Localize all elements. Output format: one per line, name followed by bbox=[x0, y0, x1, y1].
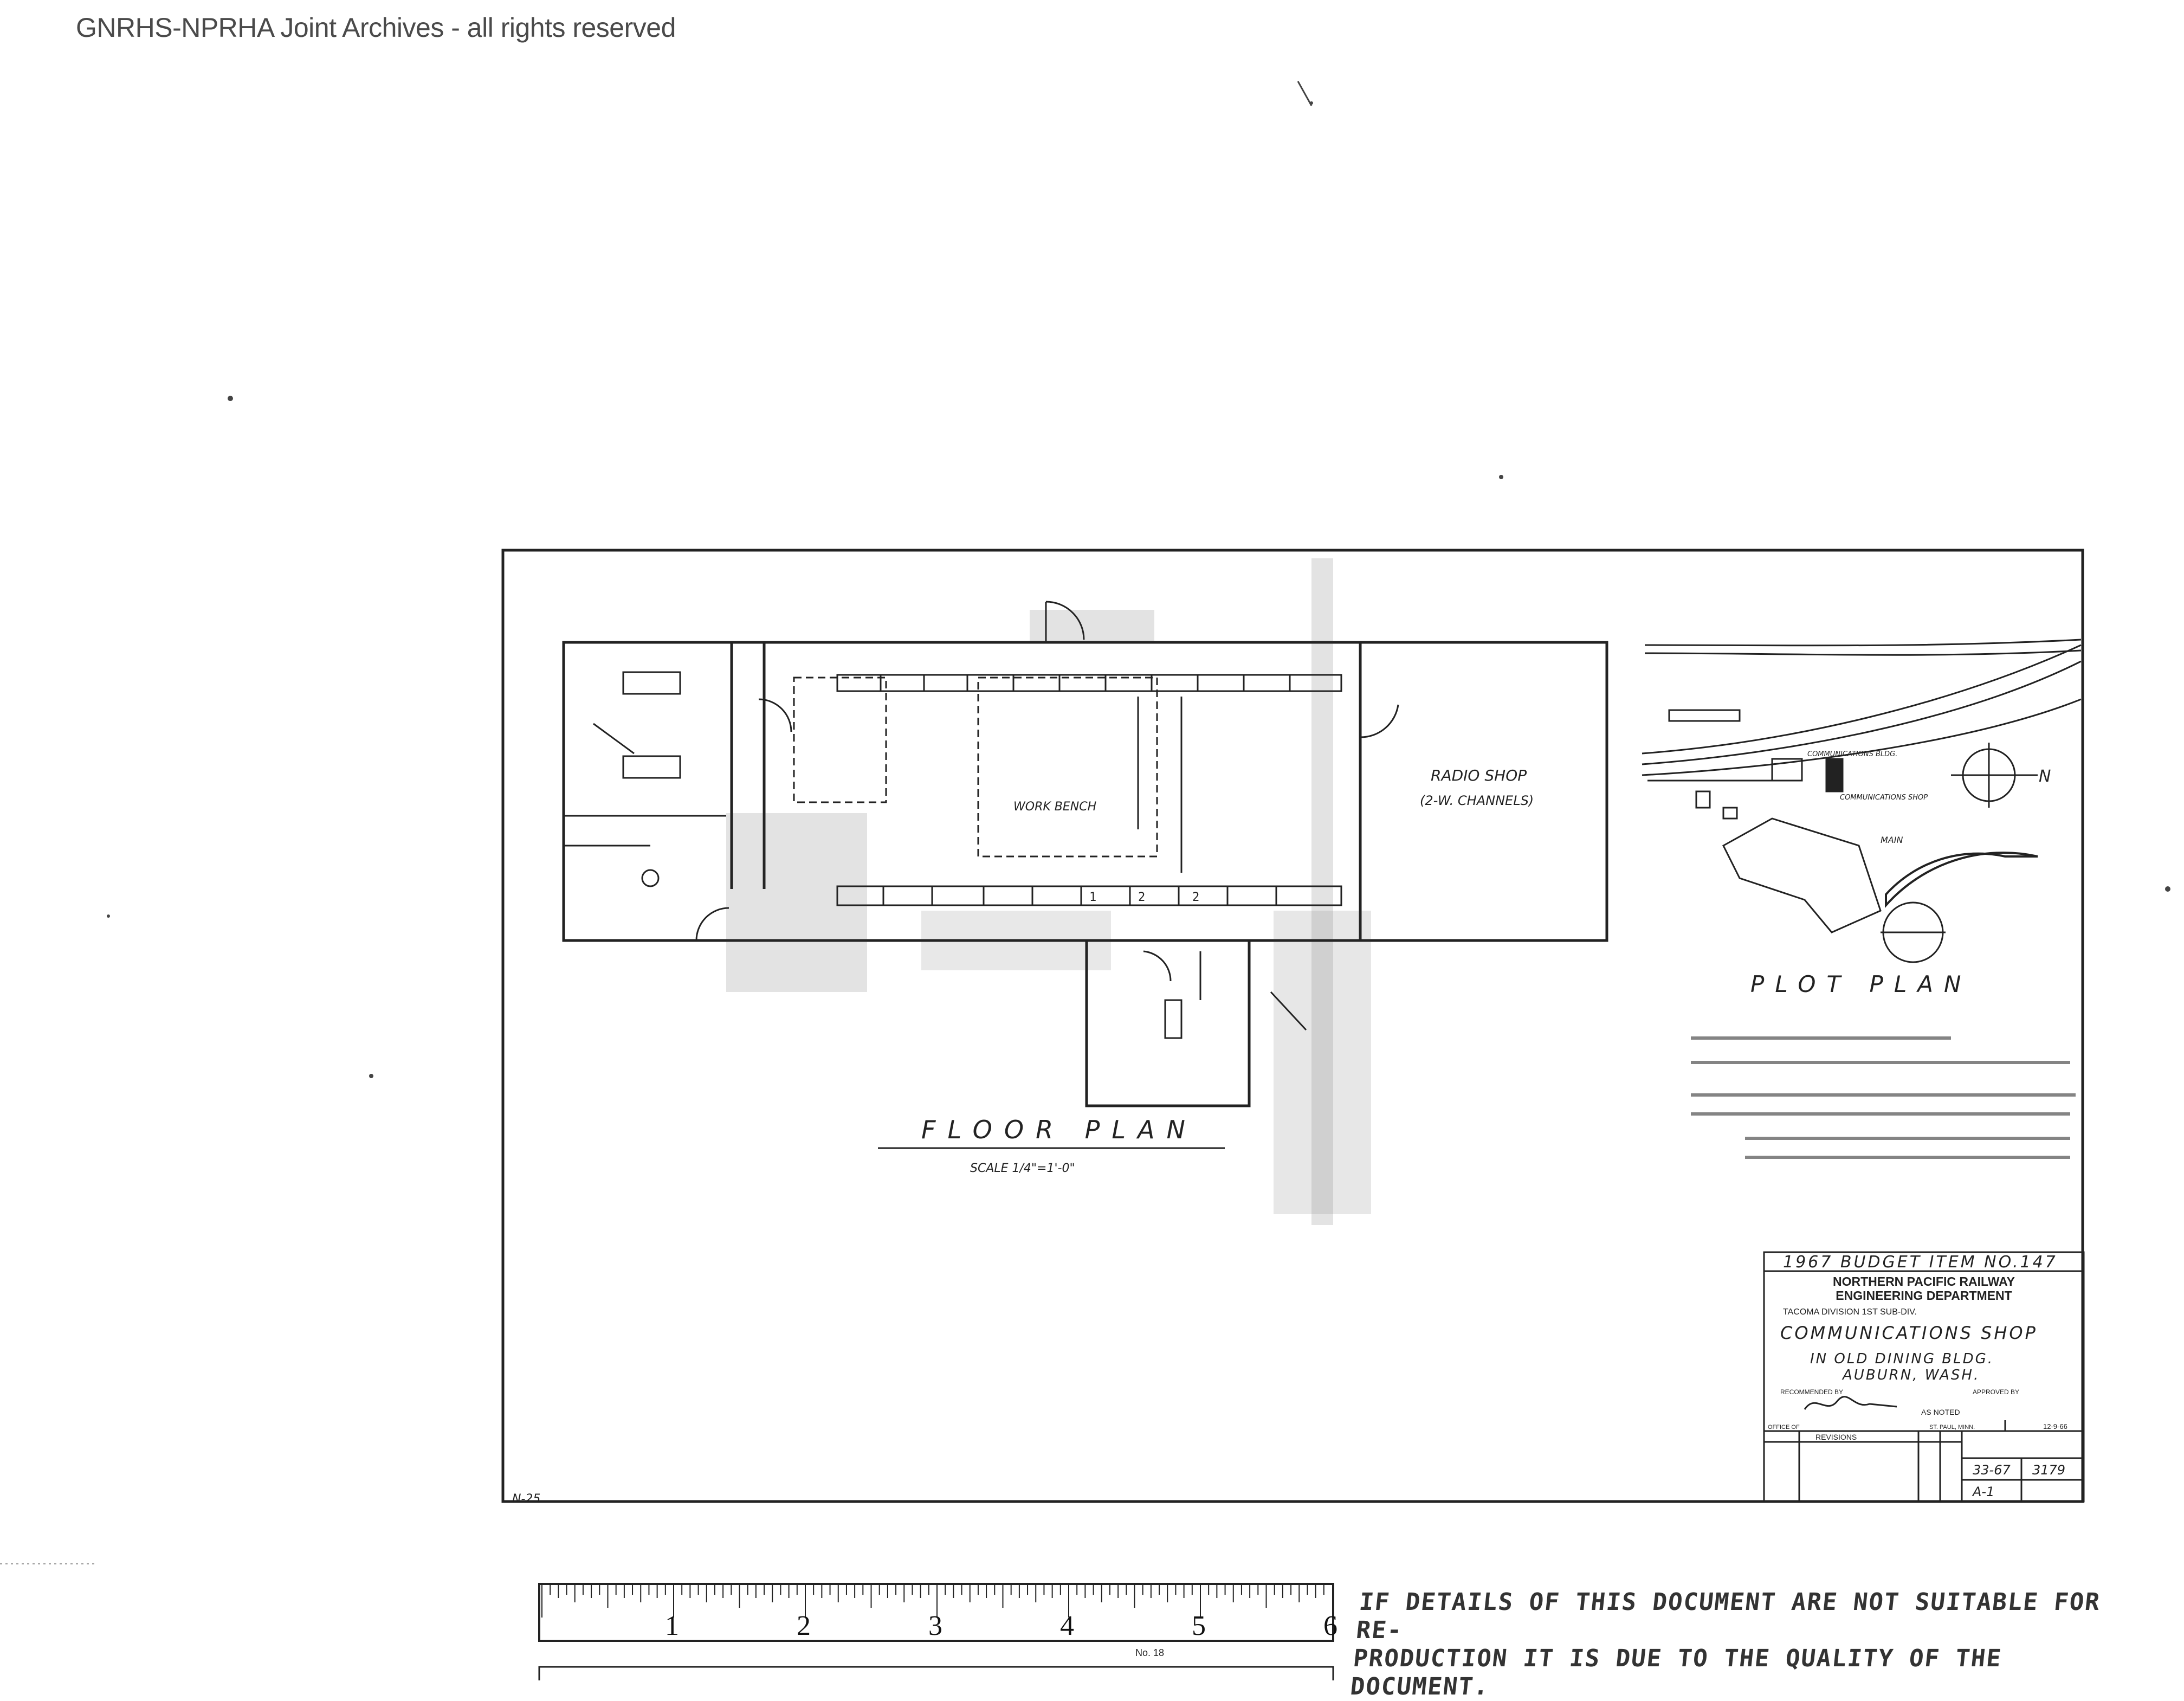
location-line-2: AUBURN, WASH. bbox=[1841, 1367, 1980, 1383]
north-arrow-label: N bbox=[2039, 767, 2051, 786]
title-block bbox=[1763, 1251, 2085, 1503]
floor-plan-scale: SCALE 1/4"=1'-0" bbox=[970, 1162, 1075, 1175]
place: ST. PAUL, MINN. bbox=[1929, 1424, 1975, 1431]
drawing-date: 12-9-66 bbox=[2043, 1422, 2067, 1431]
building-outline bbox=[562, 641, 1608, 942]
drawing-border bbox=[501, 549, 2084, 1503]
approved-by: APPROVED BY bbox=[1973, 1388, 2019, 1396]
ruler-number: 6 bbox=[1323, 1610, 1337, 1641]
finish-notes bbox=[1691, 1036, 2076, 1159]
project-title: COMMUNICATIONS SHOP bbox=[1780, 1323, 2038, 1343]
floor-plan-title: FLOOR PLAN bbox=[921, 1115, 1197, 1144]
ruler bbox=[538, 1583, 1334, 1680]
plot-plan bbox=[1642, 639, 2082, 963]
file-number: 33-67 bbox=[1973, 1462, 2011, 1478]
workbench-bottom bbox=[836, 885, 1342, 906]
disclaimer-line-1: IF DETAILS OF THIS DOCUMENT ARE NOT SUIT… bbox=[1355, 1588, 2102, 1644]
ruler-number: 4 bbox=[1060, 1610, 1074, 1641]
bench-number-2: 2 bbox=[1138, 891, 1145, 904]
ruler-number: 1 bbox=[665, 1610, 679, 1641]
scale-value: AS NOTED bbox=[1921, 1408, 1960, 1416]
plot-label-comm-shop: COMMUNICATIONS SHOP bbox=[1840, 794, 1928, 802]
bench-number-1: 1 bbox=[1089, 891, 1096, 904]
signature bbox=[1804, 1396, 1897, 1410]
drawing-number: 3179 bbox=[2032, 1462, 2065, 1478]
fixtures bbox=[564, 671, 1307, 1039]
company-name: NORTHERN PACIFIC RAILWAY bbox=[1833, 1274, 2015, 1288]
floor-plan bbox=[562, 641, 1608, 1107]
radio-shop-label: RADIO SHOP bbox=[1431, 766, 1527, 784]
ruler-numbers: 1 2 3 4 5 6 bbox=[665, 1610, 1337, 1641]
ruler-number: 2 bbox=[797, 1610, 811, 1641]
division-name: TACOMA DIVISION 1ST SUB-DIV. bbox=[1783, 1307, 1917, 1317]
plot-label-comm-bldg: COMMUNICATIONS BLDG. bbox=[1807, 750, 1897, 758]
ruler-number: 3 bbox=[928, 1610, 942, 1641]
reproduction-disclaimer: IF DETAILS OF THIS DOCUMENT ARE NOT SUIT… bbox=[1349, 1588, 2125, 1701]
doors bbox=[695, 601, 1399, 982]
disclaimer-line-2: PRODUCTION IT IS DUE TO THE QUALITY OF T… bbox=[1349, 1645, 2004, 1700]
plot-label-main: MAIN bbox=[1881, 835, 1903, 845]
archive-watermark: GNRHS-NPRHA Joint Archives - all rights … bbox=[76, 12, 676, 43]
room-inner-dashed bbox=[793, 676, 887, 803]
sheet-number: A-1 bbox=[1972, 1484, 1994, 1499]
annex-room bbox=[1085, 939, 1251, 1107]
bench-number-3: 2 bbox=[1192, 891, 1199, 904]
workbench-top bbox=[836, 674, 1342, 692]
revisions-header: REVISIONS bbox=[1815, 1433, 1857, 1441]
workbench-label: WORK BENCH bbox=[1013, 800, 1096, 814]
plot-plan-title: PLOT PLAN bbox=[1750, 971, 1972, 997]
budget-item: 1967 BUDGET ITEM NO.147 bbox=[1783, 1253, 2058, 1272]
location-line-1: IN OLD DINING BLDG. bbox=[1810, 1351, 1994, 1367]
scan-noise bbox=[726, 558, 1371, 1225]
recommended-by: RECOMMENDED BY bbox=[1780, 1388, 1843, 1396]
stray-marks bbox=[0, 81, 2170, 1564]
ruler-number: 5 bbox=[1192, 1610, 1206, 1641]
room-dashed-2 bbox=[977, 676, 1158, 858]
radio-shop-sublabel: (2-W. CHANNELS) bbox=[1420, 793, 1534, 808]
department-name: ENGINEERING DEPARTMENT bbox=[1836, 1288, 2012, 1303]
office-of: OFFICE OF bbox=[1768, 1424, 1800, 1431]
corner-mark: N-25 bbox=[512, 1492, 540, 1506]
ruler-maker: No. 18 bbox=[1135, 1647, 1164, 1658]
